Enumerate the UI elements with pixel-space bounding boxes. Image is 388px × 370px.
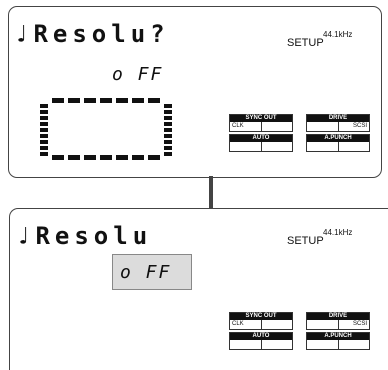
value-display-bottom: o FF: [120, 262, 172, 283]
auto-indicator-bottom: AUTO: [229, 332, 293, 350]
sync-out-indicator-bottom: SYNC OUT CLK: [229, 312, 293, 330]
param-name-top: ♩Resolu?: [14, 20, 170, 48]
a-punch-indicator-bottom: A.PUNCH: [306, 332, 370, 350]
sample-rate-top: 44.1kHz: [323, 30, 353, 39]
drive-indicator-bottom: DRIVE SCSI: [306, 312, 370, 330]
sync-out-indicator-top: SYNC OUT CLK: [229, 114, 293, 132]
param-name-bottom: ♩Resolu: [16, 222, 153, 250]
value-display-top: o FF: [112, 64, 164, 85]
drive-indicator-top: DRIVE SCSI: [306, 114, 370, 132]
a-punch-indicator-top: A.PUNCH: [306, 134, 370, 152]
auto-indicator-top: AUTO: [229, 134, 293, 152]
mode-setup-top: SETUP: [287, 37, 324, 49]
sample-rate-bottom: 44.1kHz: [323, 228, 353, 237]
value-highlight-box: [112, 254, 192, 290]
mode-setup-bottom: SETUP: [287, 235, 324, 247]
